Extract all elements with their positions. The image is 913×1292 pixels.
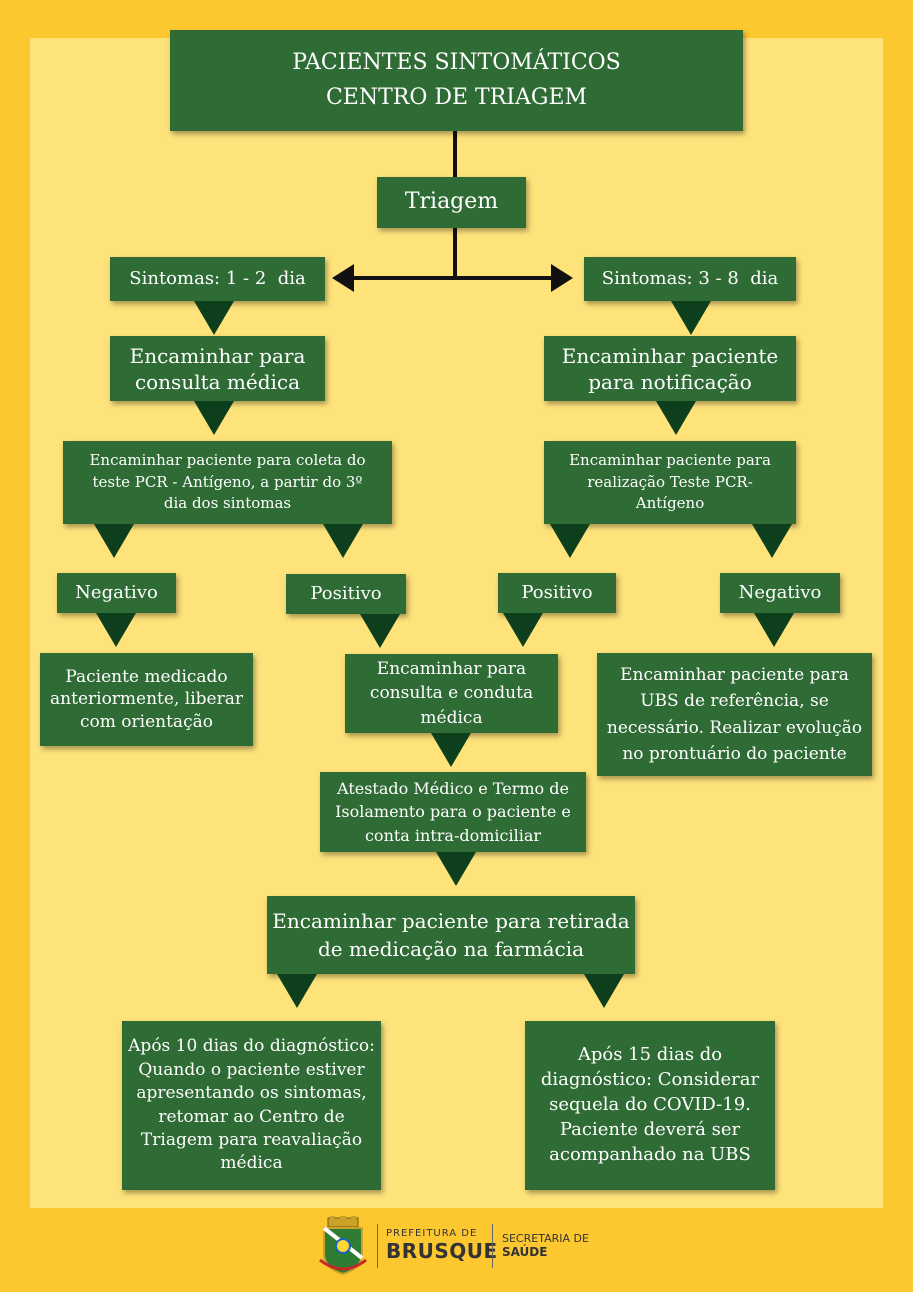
triagem-label: Triagem — [404, 189, 499, 215]
arrow-pharmacy-right — [584, 974, 624, 1008]
left-negative-result-line-2: anteriormente, liberar — [50, 689, 243, 710]
secretaria-bottom: SAÚDE — [502, 1245, 548, 1259]
right-positive-box: Positivo — [498, 573, 616, 613]
certificate-box: Atestado Médico e Termo de Isolamento pa… — [320, 772, 586, 852]
outcome-10-line-5: Triagem para reavaliação — [140, 1129, 363, 1150]
right-test-line-3: Antígeno — [635, 494, 705, 513]
footer: PREFEITURA DE BRUSQUE SECRETARIA DE SAÚD… — [0, 1214, 913, 1284]
right-negative-box: Negativo — [720, 573, 840, 613]
left-positive-label: Positivo — [310, 583, 382, 605]
center-consult-box: Encaminhar para consulta e conduta médic… — [345, 654, 558, 733]
left-negative-result-line-3: com orientação — [80, 711, 213, 732]
right-notify-line-1: Encaminhar paciente — [561, 343, 779, 368]
left-negative-result-box: Paciente medicado anteriormente, liberar… — [40, 653, 253, 746]
header-line-1: PACIENTES SINTOMÁTICOS — [292, 50, 621, 76]
right-symptoms-box: Sintomas: 3 - 8 dia — [584, 257, 796, 301]
outcome-10-line-1: Após 10 dias do diagnóstico: — [128, 1036, 375, 1057]
right-positive-label: Positivo — [521, 582, 593, 604]
outcome-10-line-3: apresentando os sintomas, — [136, 1083, 367, 1104]
left-consult-line-1: Encaminhar para — [129, 343, 306, 368]
arrow-left-negative — [96, 613, 136, 647]
outcome-15-line-5: acompanhado na UBS — [549, 1143, 751, 1165]
outcome-10-line-6: médica — [220, 1153, 283, 1174]
outcome-15-line-2: diagnóstico: Considerar — [540, 1069, 760, 1091]
right-negative-result-line-1: Encaminhar paciente para — [620, 664, 849, 685]
arrow-right-symptoms — [671, 301, 711, 335]
left-negative-label: Negativo — [75, 582, 158, 604]
pharmacy-line-1: Encaminhar paciente para retirada — [272, 909, 630, 933]
left-negative-result-line-1: Paciente medicado — [65, 667, 228, 688]
pharmacy-line-2: de medicação na farmácia — [317, 937, 585, 961]
header-box: PACIENTES SINTOMÁTICOS CENTRO DE TRIAGEM — [170, 30, 743, 131]
prefeitura-top: PREFEITURA DE — [386, 1228, 478, 1239]
arrow-right-negative — [754, 613, 794, 647]
right-negative-label: Negativo — [738, 582, 822, 604]
outcome-15-line-4: Paciente deverá ser — [559, 1118, 741, 1140]
outcome-10-line-4: retomar ao Centro de — [158, 1106, 345, 1127]
left-symptoms-box: Sintomas: 1 - 2 dia — [110, 257, 325, 301]
arrow-center-consult — [431, 733, 471, 767]
certificate-line-2: Isolamento para o paciente e — [335, 802, 571, 822]
right-negative-result-line-3: necessário. Realizar evolução — [606, 717, 863, 738]
arrow-left-symptoms — [194, 301, 234, 335]
left-consult-box: Encaminhar para consulta médica — [110, 336, 325, 401]
left-collect-line-1: Encaminhar paciente para coleta do — [89, 450, 366, 469]
left-collect-box: Encaminhar paciente para coleta do teste… — [63, 441, 392, 524]
brusque-coat-of-arms-icon — [319, 1216, 367, 1276]
arrow-right-test-positive — [550, 524, 590, 558]
prefeitura-bottom: BRUSQUE — [386, 1239, 498, 1263]
arrow-right-notify — [656, 401, 696, 435]
right-negative-result-line-4: no prontuário do paciente — [622, 743, 847, 764]
left-collect-line-2: teste PCR - Antígeno, a partir do 3º — [92, 472, 363, 491]
triagem-box: Triagem — [377, 177, 526, 228]
pharmacy-box: Encaminhar paciente para retirada de med… — [267, 896, 635, 974]
left-negative-box: Negativo — [57, 573, 176, 613]
arrow-left-collect-negative — [94, 524, 134, 558]
arrow-left-collect-positive — [323, 524, 363, 558]
connector-triagem-branch — [453, 228, 457, 277]
footer-divider-1 — [377, 1224, 378, 1268]
right-negative-result-line-2: UBS de referência, se — [640, 691, 829, 712]
outcome-10-line-2: Quando o paciente estiver — [138, 1059, 365, 1080]
outcome-15-days-box: Após 15 dias do diagnóstico: Considerar … — [525, 1021, 775, 1190]
arrow-right-test-negative — [752, 524, 792, 558]
left-symptoms-label: Sintomas: 1 - 2 dia — [129, 268, 306, 290]
right-test-line-1: Encaminhar paciente para — [569, 450, 771, 469]
right-negative-result-box: Encaminhar paciente para UBS de referênc… — [597, 653, 872, 776]
footer-divider-2 — [492, 1224, 493, 1268]
arrow-right-positive — [503, 613, 543, 647]
right-symptoms-label: Sintomas: 3 - 8 dia — [601, 268, 779, 290]
right-test-box: Encaminhar paciente para realização Test… — [544, 441, 796, 524]
right-notify-box: Encaminhar paciente para notificação — [544, 336, 796, 401]
center-consult-line-1: Encaminhar para — [376, 658, 527, 679]
center-consult-line-2: consulta e conduta — [369, 683, 534, 704]
center-consult-line-3: médica — [420, 707, 483, 728]
arrow-left-positive — [360, 614, 400, 648]
connector-header-triagem — [453, 131, 457, 177]
header-line-2: CENTRO DE TRIAGEM — [325, 84, 588, 110]
arrow-pharmacy-left — [277, 974, 317, 1008]
outcome-15-line-1: Após 15 dias do — [577, 1044, 723, 1066]
right-notify-line-2: para notificação — [588, 369, 752, 394]
left-collect-line-3: dia dos sintomas — [163, 494, 292, 513]
right-test-line-2: realização Teste PCR- — [587, 472, 753, 491]
branch-double-arrow — [332, 264, 573, 292]
secretaria-top: SECRETARIA DE — [502, 1232, 589, 1245]
left-positive-box: Positivo — [286, 574, 406, 614]
arrow-certificate — [436, 852, 476, 886]
certificate-line-3: conta intra-domiciliar — [364, 825, 542, 845]
certificate-line-1: Atestado Médico e Termo de — [337, 779, 569, 799]
outcome-15-line-3: sequela do COVID-19. — [549, 1094, 751, 1116]
left-consult-line-2: consulta médica — [134, 369, 301, 394]
arrow-left-consult — [194, 401, 234, 435]
outcome-10-days-box: Após 10 dias do diagnóstico: Quando o pa… — [122, 1021, 381, 1190]
